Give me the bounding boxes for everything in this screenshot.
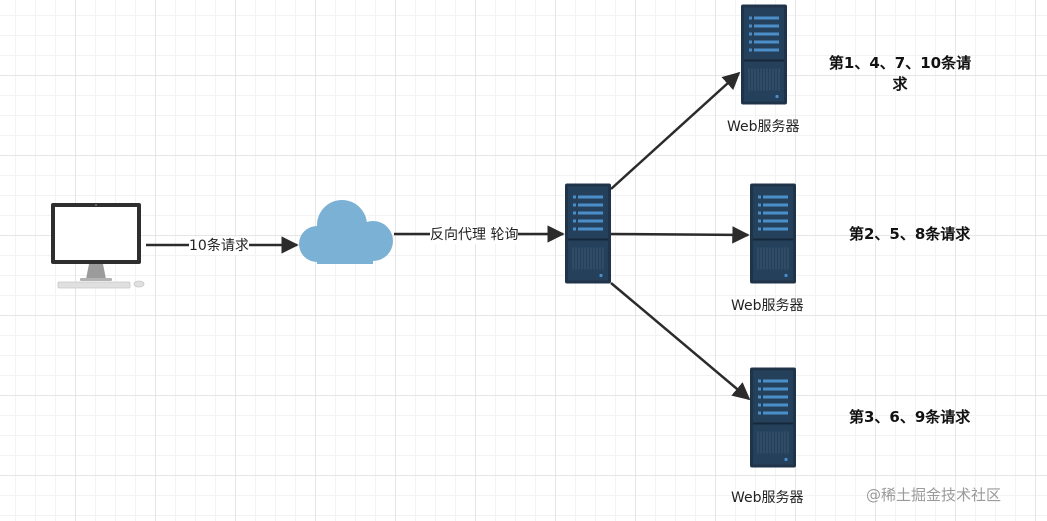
- server-icon: [750, 183, 796, 284]
- server-icon: [565, 183, 611, 284]
- requests-edge-label: 10条请求: [189, 237, 249, 255]
- server-icon: [750, 367, 796, 468]
- watermark: @稀土掘金技术社区: [866, 486, 1002, 504]
- server-label: Web服务器: [727, 119, 800, 135]
- note-line: 第3、6、9条请求: [849, 408, 971, 426]
- cloud-icon: [299, 200, 393, 264]
- server-label: Web服务器: [731, 490, 804, 506]
- server-label: Web服务器: [731, 298, 804, 314]
- note-line: 第2、5、8条请求: [849, 225, 971, 243]
- arrow-proxy-to-server-3: [610, 282, 751, 401]
- arrow-proxy-to-server-2: [610, 226, 750, 244]
- server-3-request-note: 第3、6、9条请求: [849, 407, 970, 428]
- desktop-monitor-icon: [51, 203, 145, 289]
- arrow-proxy-to-server-1: [610, 71, 741, 190]
- proxy-edge-label: 反向代理 轮询: [430, 226, 519, 244]
- note-line: 第1、4、7、10条请: [828, 54, 972, 72]
- note-line: 求: [892, 75, 908, 93]
- server-2-request-note: 第2、5、8条请求: [849, 224, 970, 245]
- server-icon: [741, 4, 787, 105]
- server-1-request-note: 第1、4、7、10条请 求: [825, 53, 975, 95]
